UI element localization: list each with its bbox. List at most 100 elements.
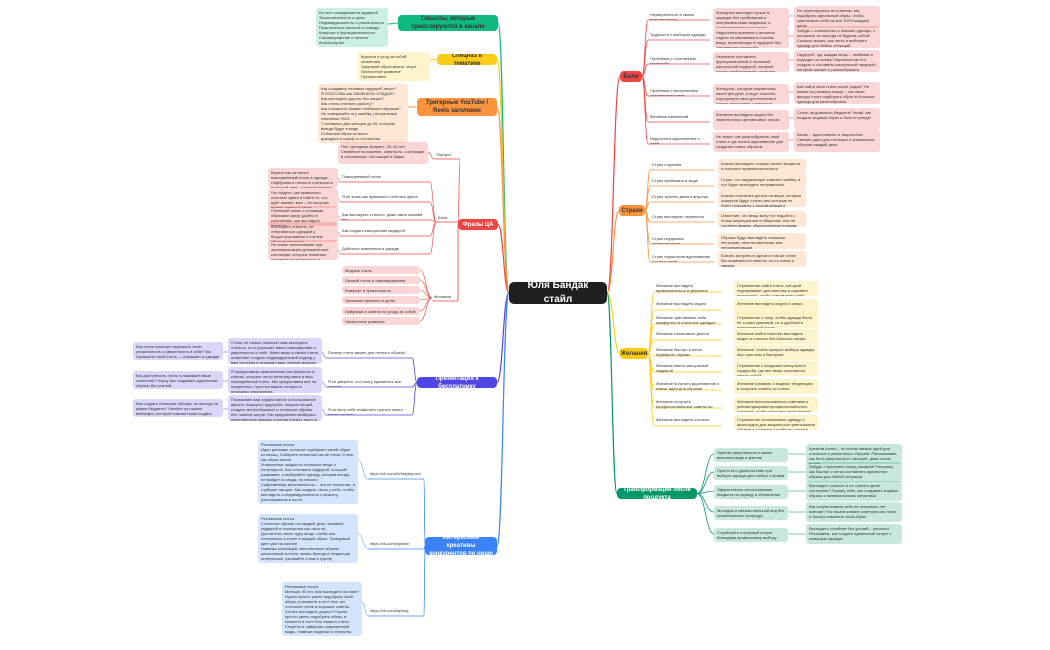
desire-question[interactable]: Желание получить профессиональные советы…	[656, 399, 713, 409]
desire-question[interactable]: Желание иметь капсульный гардероб	[656, 363, 709, 373]
transformation-question[interactable]: Стройный и статусный силуэт благодаря пр…	[714, 528, 788, 542]
transformation-answer[interactable]: Забудь о мучениях перед шкафом! Расскажу…	[806, 462, 902, 482]
fear-question[interactable]: Страх неудачных экспериментов	[652, 236, 685, 244]
pain-question[interactable]: Желание изменений	[650, 114, 689, 119]
presentation-summary[interactable]: Как доступность стиль сглаживает ваше со…	[133, 371, 223, 389]
pain-question[interactable]: Как выглядеть стильно, даже имея лишний …	[342, 212, 423, 220]
branch-b7[interactable]: Боли	[620, 71, 642, 82]
fear-question[interactable]: Страх выглядеть неуместно	[652, 214, 705, 219]
desire-item[interactable]: Личный стиль и самовыражение	[342, 276, 420, 284]
fear-answer[interactable]: Опасение, что вещи могут не подойти к эт…	[718, 211, 806, 227]
presentation-question[interactable]: Я не могу себе позволить тратить много д…	[328, 407, 403, 415]
presentation-question[interactable]: Я не уверена, что смогу применить все зн…	[328, 379, 402, 387]
pain-answer[interactable]: Женщины, которые недовольны своей фигуро…	[713, 84, 789, 104]
presentation-summary[interactable]: Как стиль помогает выражать свою уникаль…	[133, 342, 223, 360]
transformation-question[interactable]: Простота и удовольствие при выборе одежд…	[714, 466, 788, 480]
branch-b3[interactable]: Тригерные YouTube / Reels заголовки	[417, 98, 497, 116]
desire-item[interactable]: Личностное развитие	[342, 317, 420, 325]
fear-answer[interactable]: Боязнь потратить деньги на вещи, которые…	[718, 191, 806, 207]
desire-question[interactable]: Желание сэкономить деньги	[656, 331, 710, 336]
pain-question[interactable]: Как создать капсульный гардероб	[342, 228, 405, 233]
presentation-summary[interactable]: Как создать стильные образы, не выходя з…	[133, 399, 223, 417]
transformation-answer[interactable]: Как почувствовать себя на несколько лет …	[806, 502, 902, 522]
desire-answer[interactable]: Стремление к созданию капсульного гардер…	[734, 361, 818, 376]
group-g3[interactable]: Желания	[434, 294, 451, 299]
desire-item[interactable]: Комфорт и практичность	[342, 286, 420, 294]
group-g1[interactable]: Портрет	[436, 152, 452, 157]
branch-b4[interactable]: Фразы ЦА	[458, 219, 498, 230]
pain-question[interactable]: Я не знаю как правильно сочетать цвета	[342, 194, 418, 199]
pain-solution[interactable]: Не ориентируюсь по советам, как подобрат…	[794, 6, 880, 28]
competitor-link[interactable]: https://vk.com/#Vkstyleprovn	[370, 471, 421, 476]
presentation-question[interactable]: Почему стиль важен для личного образа?	[328, 350, 407, 355]
desire-answer[interactable]: Желание найти способы выглядеть модно и …	[734, 329, 818, 344]
pain-answer[interactable]: Не знают, как разнообразить свой стиль и…	[713, 132, 789, 152]
pain-question[interactable]: Проблемы с восприятием собственного тела	[650, 88, 698, 96]
desire-question[interactable]: Желание чувствовать себя комфортно в сти…	[656, 315, 716, 325]
desire-answer[interactable]: Желание, чтобы процесс выбора одежды был…	[734, 345, 818, 360]
pain-answer[interactable]: Выглядеть стильно, не отпугиваться одежд…	[268, 222, 338, 242]
presentation-answer[interactable]: Я предоставлю практические инструменты и…	[228, 367, 322, 393]
desire-question[interactable]: Желание выглядеть привлекательно и увере…	[656, 283, 708, 293]
desire-answer[interactable]: Желание узнавать о модных тенденциях и п…	[734, 379, 818, 394]
pain-answer[interactable]: Желание выглядеть модно без значительных…	[713, 110, 789, 130]
desire-question[interactable]: Желание получить вдохновение и новые иде…	[656, 381, 720, 391]
headlines-list[interactable]: Как создавать неновые гардероб легко?Я О…	[318, 84, 408, 143]
desire-question[interactable]: Желание выглядеть модно	[656, 301, 707, 306]
fear-question[interactable]: Страх недостатка вдохновения и новых иде…	[652, 254, 711, 262]
competitor-link[interactable]: https://vk.com/stylanin	[370, 541, 410, 546]
branch-b10[interactable]: Трансформация после продукта	[617, 488, 697, 499]
branch-b8[interactable]: Страхи	[619, 205, 645, 216]
transformation-answer[interactable]: Креатив Канал – источник свежих идей для…	[806, 444, 902, 464]
desire-item[interactable]: Модные стиль	[342, 266, 420, 274]
fear-question[interactable]: Страх пребывать в моде	[652, 178, 698, 183]
portrait-node[interactable]: Пол: женщины Возраст: 25–45 лет Семейное…	[338, 142, 428, 164]
branch-b1[interactable]: Смыслы, которые транслируются в канале	[398, 15, 498, 31]
pain-question[interactable]: Повседневный стиль	[342, 174, 382, 179]
pain-answer[interactable]: Берете как же много повседневный стиль в…	[268, 168, 338, 188]
fear-answer[interactable]: Боязнь застрять в одном и том же стиле б…	[718, 251, 806, 267]
pain-question[interactable]: Трудности с выбором одежды	[650, 32, 706, 37]
pain-solution[interactable]: Забудь о сложностях и поисках одежды, с …	[794, 26, 880, 48]
fear-answer[interactable]: Образы будут выглядеть слишком пестрыми,…	[718, 233, 806, 249]
desire-answer[interactable]: Стремление использовать одежду и аксессу…	[734, 415, 818, 430]
pain-answer[interactable]: Недостаток времени и желания ходить по м…	[713, 28, 789, 48]
desire-answer[interactable]: Желание выглядеть модно и свежо.	[734, 299, 818, 314]
desire-answer[interactable]: Стремление к тому, чтобы одежда была не …	[734, 313, 818, 328]
branch-b2[interactable]: Спецназ в тематике	[437, 54, 497, 65]
transformation-answer[interactable]: Выглядеть стройнее без усилий – реально!…	[806, 524, 902, 544]
desire-item[interactable]: Экономия времени и денег	[342, 296, 420, 304]
transformation-question[interactable]: Эффективное использование бюджета на оде…	[714, 485, 788, 499]
fear-question[interactable]: Страх старения	[652, 162, 682, 167]
pain-answer[interactable]: Женщины выглядят лучше в одеждах без пре…	[713, 8, 789, 28]
pain-solution[interactable]: Стиль на довольно бюджете! Узнай, как со…	[794, 108, 880, 130]
branch-b9[interactable]: Желания	[620, 348, 648, 359]
desire-question[interactable]: Желание выглядеть стильно	[656, 417, 710, 422]
branch-b6[interactable]: Интересные креативы конкурентов по нише	[425, 537, 497, 555]
pain-answer[interactable]: Полезный канал с готовыми образами сразу…	[268, 206, 338, 226]
pain-solution[interactable]: Канал – вдохновение и творчество! Свежие…	[794, 130, 880, 152]
presentation-answer[interactable]: Показываю вам эффективное использование …	[228, 395, 322, 421]
desire-item[interactable]: Лайфхаки и советы по уходу за собой	[342, 307, 420, 315]
pain-question[interactable]: Неуверенность в своем внешнем виде	[650, 12, 695, 20]
branch-b5[interactable]: Презентация к бесплатнику	[417, 377, 497, 388]
desire-answer[interactable]: Желание воспользоваться советами и реком…	[734, 397, 818, 412]
group-g2[interactable]: Боли	[438, 215, 448, 220]
fear-question[interactable]: Страх тратить деньги впустую	[652, 194, 709, 199]
desire-answer[interactable]: Стремление найти стиль, который подчерки…	[734, 281, 818, 296]
competitor-link[interactable]: https://vk.com/stylung	[370, 608, 409, 613]
desire-question[interactable]: Желание быстро и легко подбирать образы	[656, 347, 703, 357]
fear-answer[interactable]: Боязнь выглядеть старше своего возраста …	[718, 159, 806, 175]
pain-solution[interactable]: Как найти свой стиль после родов? Не важ…	[794, 82, 880, 104]
pain-answer[interactable]: Не иначе наполнившие при акклиматизации …	[268, 240, 338, 260]
pain-solution[interactable]: Гардероб, где каждая вещь – любимая и по…	[794, 50, 880, 72]
pain-answer[interactable]: Неумение составлять функциональный и сти…	[713, 52, 789, 72]
pain-question[interactable]: Проблемы с сочетанием гардероба	[650, 56, 696, 64]
transformation-answer[interactable]: Выглядеть стильно и не тратить денег сос…	[806, 481, 902, 501]
